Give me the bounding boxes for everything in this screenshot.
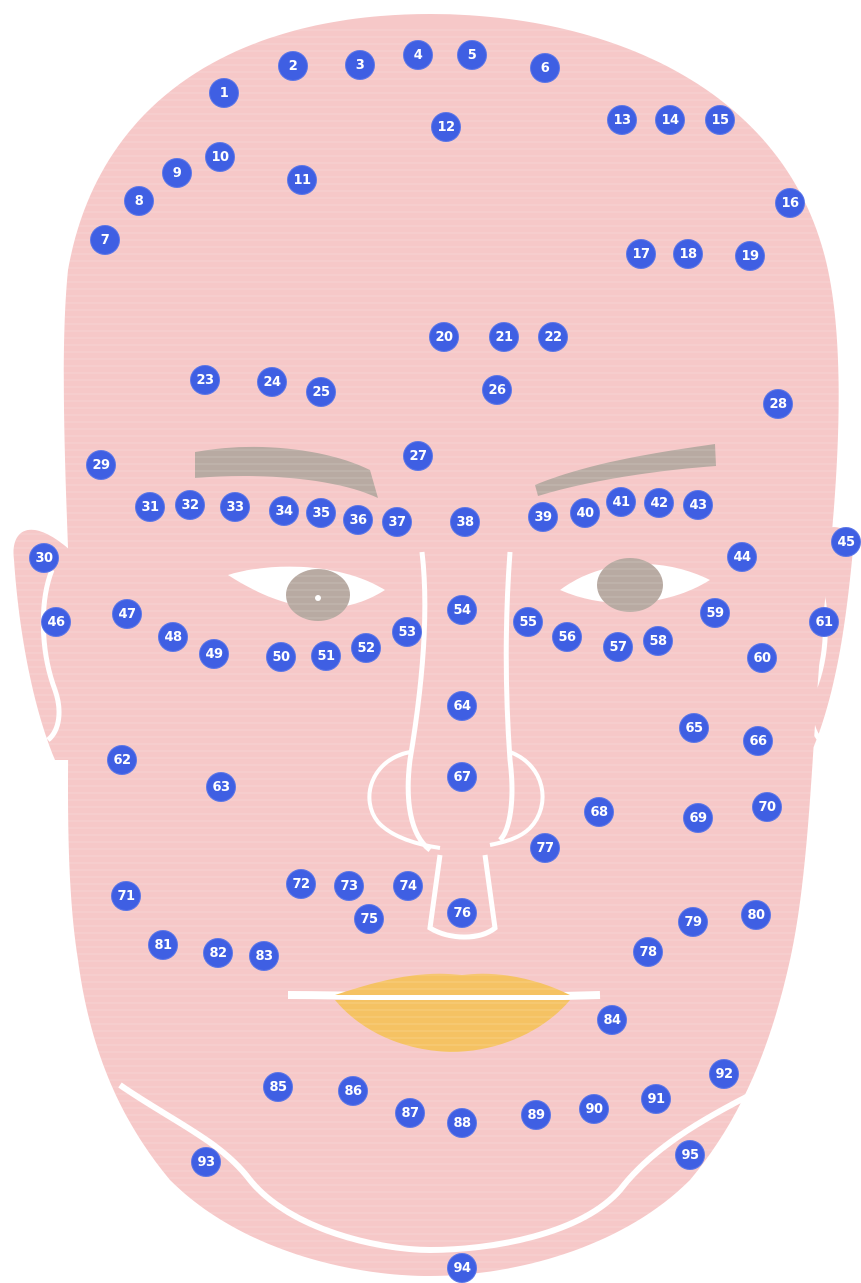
point-marker-61: 61 [809, 607, 839, 637]
point-marker-35: 35 [306, 498, 336, 528]
point-marker-12: 12 [431, 112, 461, 142]
point-marker-88: 88 [447, 1108, 477, 1138]
point-marker-32: 32 [175, 490, 205, 520]
point-marker-45: 45 [831, 527, 861, 557]
point-marker-70: 70 [752, 792, 782, 822]
point-marker-67: 67 [447, 762, 477, 792]
point-marker-26: 26 [482, 375, 512, 405]
point-marker-83: 83 [249, 941, 279, 971]
point-marker-34: 34 [269, 496, 299, 526]
point-marker-81: 81 [148, 930, 178, 960]
point-marker-51: 51 [311, 641, 341, 671]
point-marker-47: 47 [112, 599, 142, 629]
point-marker-16: 16 [775, 188, 805, 218]
point-marker-59: 59 [700, 598, 730, 628]
point-marker-60: 60 [747, 643, 777, 673]
point-marker-9: 9 [162, 158, 192, 188]
point-marker-49: 49 [199, 639, 229, 669]
point-marker-13: 13 [607, 105, 637, 135]
point-marker-64: 64 [447, 691, 477, 721]
point-marker-40: 40 [570, 498, 600, 528]
point-marker-42: 42 [644, 488, 674, 518]
left-pupil-highlight [315, 595, 321, 601]
point-marker-4: 4 [403, 40, 433, 70]
point-marker-72: 72 [286, 869, 316, 899]
point-marker-93: 93 [191, 1147, 221, 1177]
point-marker-31: 31 [135, 492, 165, 522]
point-marker-91: 91 [641, 1084, 671, 1114]
point-marker-37: 37 [382, 507, 412, 537]
point-marker-76: 76 [447, 898, 477, 928]
point-marker-22: 22 [538, 322, 568, 352]
point-marker-57: 57 [603, 632, 633, 662]
point-marker-95: 95 [675, 1140, 705, 1170]
point-marker-53: 53 [392, 617, 422, 647]
point-marker-58: 58 [643, 626, 673, 656]
point-marker-77: 77 [530, 833, 560, 863]
point-marker-86: 86 [338, 1076, 368, 1106]
point-marker-71: 71 [111, 881, 141, 911]
point-marker-29: 29 [86, 450, 116, 480]
point-marker-2: 2 [278, 51, 308, 81]
point-marker-65: 65 [679, 713, 709, 743]
point-marker-73: 73 [334, 871, 364, 901]
point-marker-15: 15 [705, 105, 735, 135]
point-marker-1: 1 [209, 78, 239, 108]
point-marker-11: 11 [287, 165, 317, 195]
point-marker-79: 79 [678, 907, 708, 937]
point-marker-85: 85 [263, 1072, 293, 1102]
point-marker-17: 17 [626, 239, 656, 269]
point-marker-52: 52 [351, 633, 381, 663]
point-marker-21: 21 [489, 322, 519, 352]
point-marker-75: 75 [354, 904, 384, 934]
point-marker-90: 90 [579, 1094, 609, 1124]
point-marker-33: 33 [220, 492, 250, 522]
point-marker-78: 78 [633, 937, 663, 967]
point-marker-44: 44 [727, 542, 757, 572]
point-marker-94: 94 [447, 1253, 477, 1283]
point-marker-6: 6 [530, 53, 560, 83]
point-marker-27: 27 [403, 441, 433, 471]
point-marker-87: 87 [395, 1098, 425, 1128]
point-marker-39: 39 [528, 502, 558, 532]
point-marker-3: 3 [345, 50, 375, 80]
point-marker-41: 41 [606, 487, 636, 517]
point-marker-82: 82 [203, 938, 233, 968]
point-marker-14: 14 [655, 105, 685, 135]
point-marker-54: 54 [447, 595, 477, 625]
point-marker-62: 62 [107, 745, 137, 775]
point-marker-68: 68 [584, 797, 614, 827]
point-marker-63: 63 [206, 772, 236, 802]
point-marker-25: 25 [306, 377, 336, 407]
point-marker-5: 5 [457, 40, 487, 70]
point-marker-80: 80 [741, 900, 771, 930]
point-marker-43: 43 [683, 490, 713, 520]
point-marker-69: 69 [683, 803, 713, 833]
point-marker-92: 92 [709, 1059, 739, 1089]
point-marker-84: 84 [597, 1005, 627, 1035]
point-marker-18: 18 [673, 239, 703, 269]
point-marker-36: 36 [343, 505, 373, 535]
point-marker-46: 46 [41, 607, 71, 637]
point-marker-38: 38 [450, 507, 480, 537]
point-marker-89: 89 [521, 1100, 551, 1130]
point-marker-19: 19 [735, 241, 765, 271]
point-marker-23: 23 [190, 365, 220, 395]
point-marker-28: 28 [763, 389, 793, 419]
point-marker-30: 30 [29, 543, 59, 573]
point-marker-66: 66 [743, 726, 773, 756]
point-marker-50: 50 [266, 642, 296, 672]
point-marker-55: 55 [513, 607, 543, 637]
point-marker-24: 24 [257, 367, 287, 397]
point-marker-8: 8 [124, 186, 154, 216]
point-marker-56: 56 [552, 622, 582, 652]
point-marker-7: 7 [90, 225, 120, 255]
point-marker-10: 10 [205, 142, 235, 172]
point-marker-20: 20 [429, 322, 459, 352]
point-marker-48: 48 [158, 622, 188, 652]
point-marker-74: 74 [393, 871, 423, 901]
